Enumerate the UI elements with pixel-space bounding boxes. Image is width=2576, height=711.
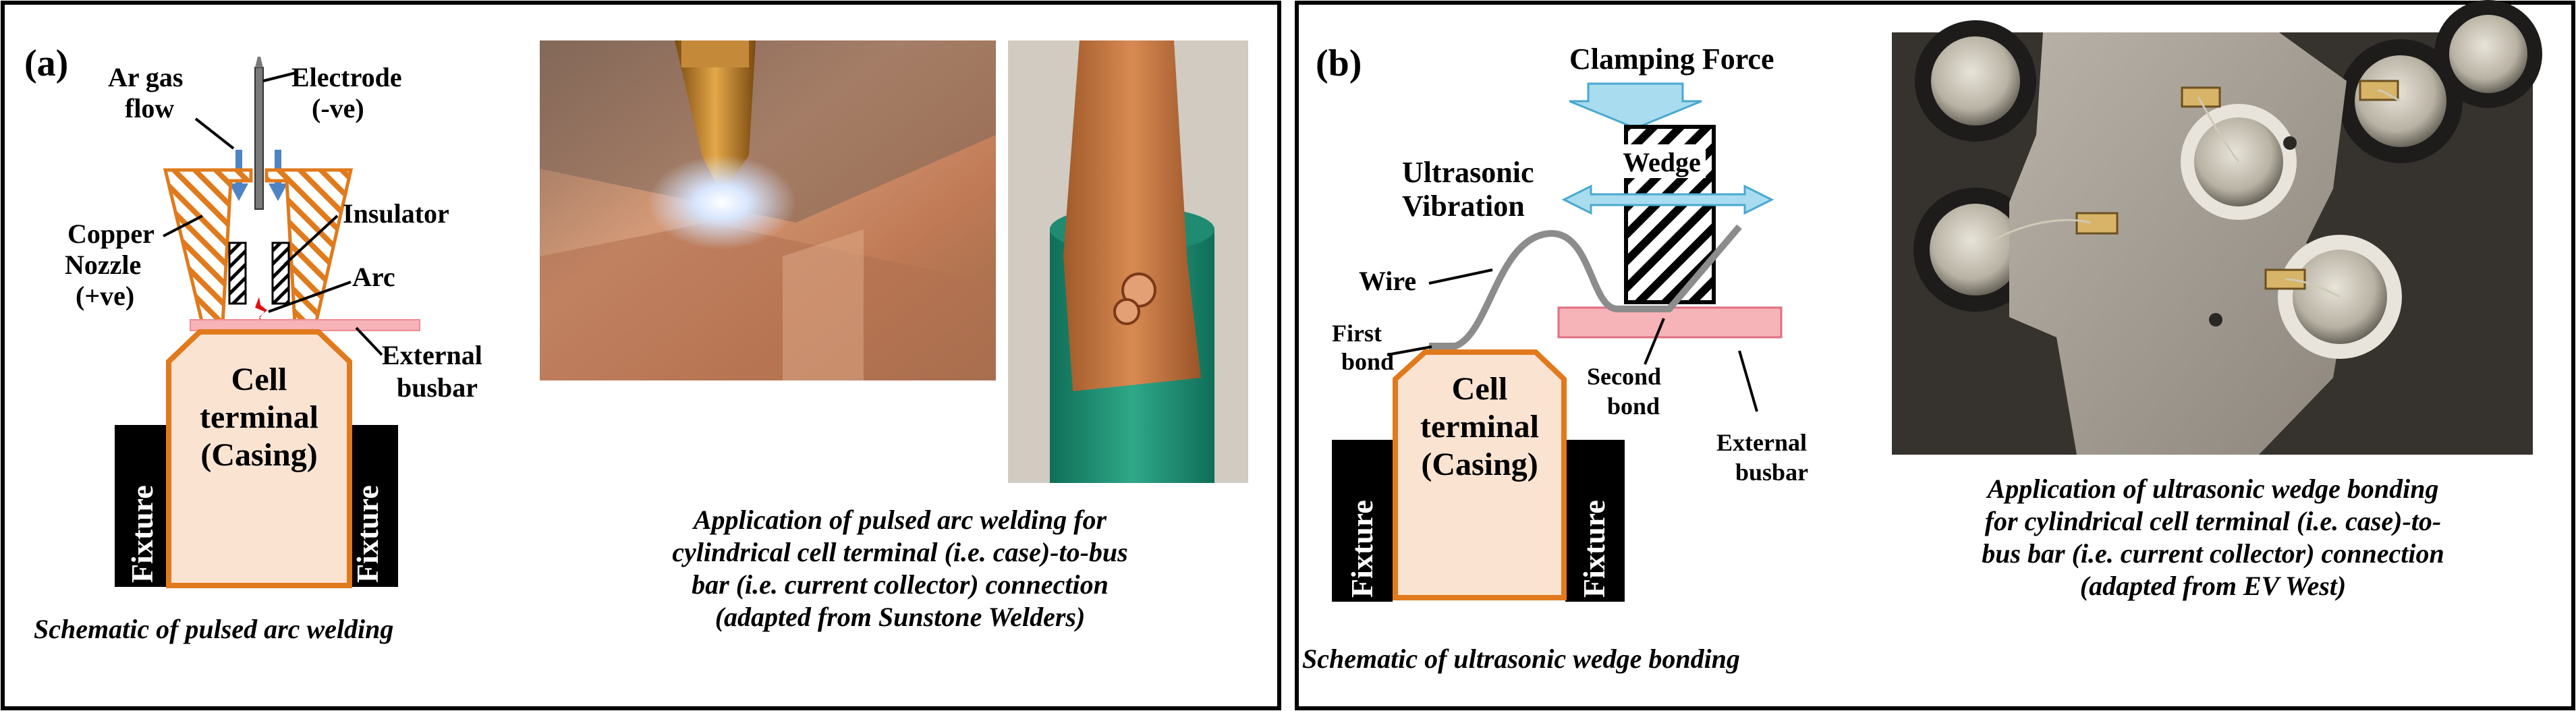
clamping-force-label: Clamping Force [1569, 42, 1774, 76]
busbar-label-line1: External [382, 340, 482, 370]
panel-a-frame [1, 1, 1281, 710]
panel-a: (a) Ar gas flow Electrode (-ve) Insulato… [0, 0, 1282, 711]
photo-pulsed-arc-welding [540, 40, 996, 380]
panel-a-letter: (a) [24, 42, 68, 84]
external-busbar-b [1557, 306, 1783, 339]
fixture-b-right [1565, 440, 1625, 602]
photo-caption-b-line3: bus bar (i.e. current collector) connect… [1982, 538, 2444, 569]
schematic-caption-a: Schematic of pulsed arc welding [34, 614, 393, 644]
cell-terminal-b-line1: Cell [1452, 371, 1508, 407]
fixture-b-left-label: Fixture [1345, 500, 1379, 598]
cell-terminal-b-line3: (Casing) [1421, 447, 1538, 482]
photo-caption-a-line1: Application of pulsed arc welding for [692, 505, 1107, 535]
wire-pointer [1428, 268, 1493, 285]
fixture-left-label: Fixture [125, 485, 159, 583]
copper-nozzle-label-line3: (+ve) [76, 281, 134, 311]
arc-label: Arc [352, 262, 395, 292]
panel-a-figure: (a) Ar gas flow Electrode (-ve) Insulato… [1, 1, 1281, 710]
panel-b-figure: (b) Clamping Force Wedge Ultrasonic Vibr… [1295, 0, 2575, 710]
electrode-label-line2: (-ve) [312, 93, 364, 123]
second-bond-label-line2: bond [1607, 393, 1660, 420]
cell-terminal [166, 329, 352, 588]
electrode-tip-top [255, 57, 263, 67]
busbar-pointer [355, 326, 383, 356]
copper-nozzle-pointer [163, 215, 203, 237]
cell-terminal-line3: (Casing) [200, 437, 317, 473]
arc-pointer [268, 281, 352, 313]
first-bond-label-line1: First [1332, 320, 1382, 347]
photo-cell-with-copper-tab [1008, 40, 1248, 483]
ar-gas-label-line2: flow [125, 93, 174, 123]
insulator-right [271, 241, 290, 305]
photo-caption-a-line3: bar (i.e. current collector) connection [692, 569, 1109, 600]
wedge-label: Wedge [1623, 147, 1701, 177]
electrode-label-line1: Electrode [291, 62, 402, 92]
photo-caption-a-line4: (adapted from Sunstone Welders) [715, 602, 1086, 632]
second-bond-pointer [1644, 318, 1665, 365]
photo-caption-b-line2: for cylindrical cell terminal (i.e. case… [1985, 506, 2442, 536]
insulator-left [228, 241, 247, 305]
panel-b-letter: (b) [1316, 42, 1362, 84]
insulator-pointer [283, 215, 339, 266]
gas-pointer [194, 117, 235, 150]
ultrasonic-label-line2: Vibration [1402, 190, 1525, 223]
busbar-label-line2: busbar [397, 372, 478, 403]
electrode-pointer [262, 72, 296, 82]
busbar-b-pointer [1738, 350, 1758, 412]
busbar-b-label-line2: busbar [1735, 459, 1808, 486]
ar-gas-label-line1: Ar gas [108, 62, 183, 92]
photo-caption-b-line1: Application of ultrasonic wedge bonding [1986, 474, 2439, 504]
panel-b-frame [1295, 1, 2575, 710]
first-bond-label-line2: bond [1341, 348, 1394, 375]
cell-terminal-b-line2: terminal [1420, 409, 1539, 445]
bond-wire [1433, 224, 1742, 350]
external-busbar [190, 319, 420, 331]
fixture-b-left [1332, 440, 1393, 602]
copper-nozzle-label-line2: Nozzle [65, 250, 141, 280]
fixture-left [115, 425, 173, 587]
insulator-label: Insulator [343, 198, 449, 229]
copper-nozzle-label-line1: Copper [67, 219, 155, 249]
panel-b: (b) Clamping Force Wedge Ultrasonic Vibr… [1294, 0, 2576, 711]
second-bond-label-line1: Second [1587, 363, 1661, 390]
cell-terminal-line1: Cell [231, 362, 287, 397]
photo-ultrasonic-wedge-bonding [1892, 0, 2542, 455]
electrode [254, 67, 264, 210]
ultrasonic-label-line1: Ultrasonic [1402, 156, 1534, 189]
clamping-force-arrow [1569, 82, 1702, 130]
first-bond-foot [1429, 343, 1456, 351]
photo-caption-b-line4: (adapted from EV West) [2080, 571, 2346, 601]
schematic-caption-b: Schematic of ultrasonic wedge bonding [1302, 644, 1740, 674]
wedge-label-bg [1618, 144, 1706, 178]
photo-caption-a-line2: cylindrical cell terminal (i.e. case)-to… [672, 537, 1127, 567]
fixture-b-right-label: Fixture [1577, 500, 1611, 598]
cell-terminal-line2: terminal [200, 399, 318, 435]
first-bond-pointer [1387, 345, 1432, 356]
wire-label: Wire [1359, 266, 1416, 296]
busbar-b-label-line1: External [1716, 429, 1807, 456]
gas-arrowhead-right [269, 183, 287, 201]
cell-terminal-b [1393, 349, 1567, 600]
gas-arrowhead-left [229, 183, 248, 201]
ultrasonic-vibration-arrow [1561, 184, 1774, 215]
fixture-right-label: Fixture [350, 485, 385, 583]
arc [255, 297, 267, 324]
